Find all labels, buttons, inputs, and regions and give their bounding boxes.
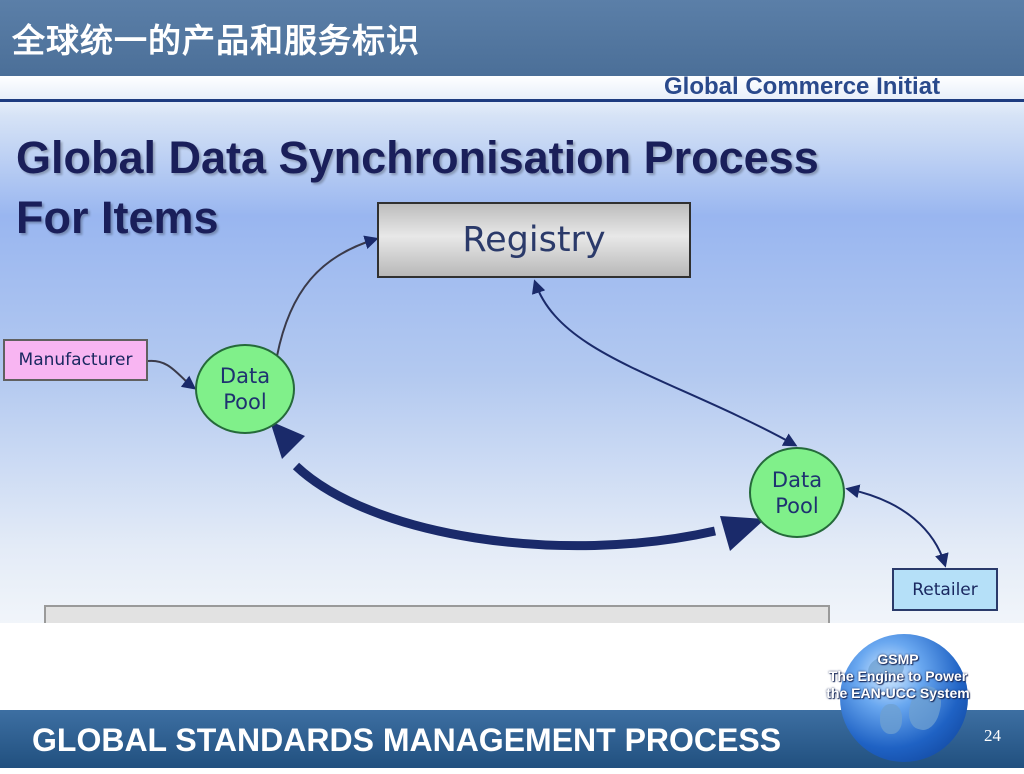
flow-arrows (147, 235, 949, 568)
gsmp-logo: GSMP The Engine to Power the EAN•UCC Sys… (808, 634, 988, 774)
logo-line-3: the EAN•UCC System (826, 685, 970, 701)
arrow-manufacturer-to-pool (147, 359, 197, 390)
data-pool-2-line-1: Data (771, 467, 823, 492)
logo-line-1: GSMP (877, 651, 919, 667)
manufacturer-node: Manufacturer (3, 339, 148, 381)
arrowhead-pool-2 (720, 516, 765, 551)
arrow-registry-pool-sync (531, 279, 798, 447)
globe-icon (840, 634, 968, 762)
arrow-pool-to-pool-exchange (292, 462, 716, 551)
page-number: 24 (984, 726, 1001, 745)
footer-bar: GLOBAL STANDARDS MANAGEMENT PROCESS 24 (0, 710, 1024, 768)
diagram-title: Global Data Synchronisation Process For … (16, 128, 819, 248)
arrow-pool-retailer-sync (845, 484, 949, 568)
retailer-node: Retailer (892, 568, 998, 611)
footer-title: GLOBAL STANDARDS MANAGEMENT PROCESS (32, 722, 782, 758)
diagram-area: Global Commerce Initiat Global Data Sync… (0, 76, 1024, 623)
data-pool-2-line-2: Pool (775, 493, 819, 518)
diagram-title-line-2: For Items (16, 192, 219, 243)
title-bar: 全球统一的产品和服务标识 (0, 0, 1024, 76)
arrowhead-pool-1 (270, 421, 305, 459)
registry-node: Registry (377, 202, 691, 278)
data-pool-1-line-2: Pool (223, 390, 267, 414)
data-pool-node-1: Data Pool (195, 344, 295, 434)
data-pool-node-2: Data Pool (749, 447, 845, 538)
header-org-label: Global Commerce Initiat (664, 76, 941, 100)
data-pool-1-line-1: Data (219, 364, 271, 388)
arrow-pool-to-registry (276, 235, 379, 357)
slide-title: 全球统一的产品和服务标识 (12, 21, 420, 60)
empty-content-box (44, 605, 830, 623)
header-rule (0, 99, 1024, 102)
diagram-title-line-1: Global Data Synchronisation Process (16, 132, 819, 183)
logo-line-2: The Engine to Power (828, 668, 968, 684)
